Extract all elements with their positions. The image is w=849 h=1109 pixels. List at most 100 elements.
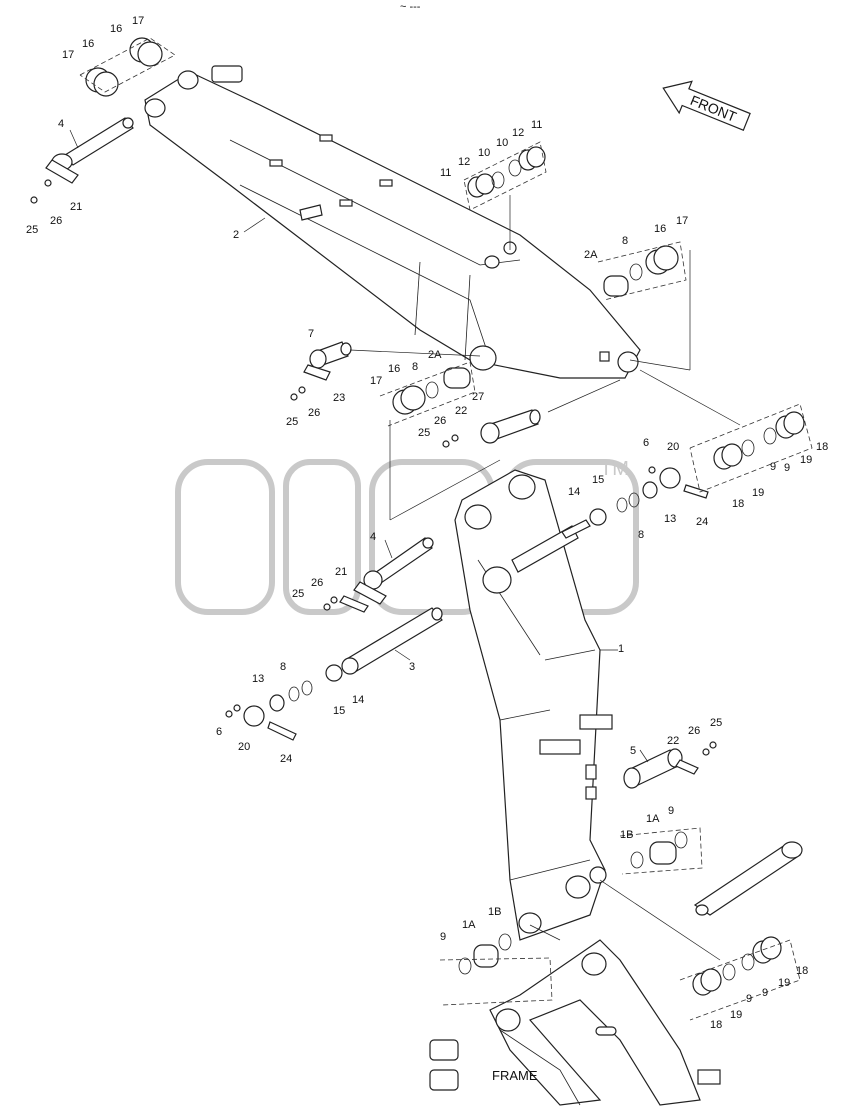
callout-6a: 6 — [643, 437, 649, 449]
callout-25a: 25 — [26, 224, 38, 236]
pin-7 — [303, 341, 352, 381]
pin-arm-upper — [511, 525, 579, 573]
callout-19a: 19 — [752, 487, 764, 499]
seal-stack-13-15-left — [243, 664, 343, 741]
callout-12a: 12 — [458, 156, 470, 168]
callout-4a: 4 — [58, 118, 64, 130]
callout-5: 5 — [630, 745, 636, 757]
callout-10b: 10 — [496, 137, 508, 149]
callout-21b: 21 — [335, 566, 347, 578]
boom-assembly — [144, 65, 641, 379]
callout-27: 27 — [472, 391, 484, 403]
callout-11b: 11 — [531, 119, 542, 131]
washer-stack-16-17-top — [85, 37, 163, 97]
callout-9e: 9 — [746, 993, 752, 1005]
callout-18c: 18 — [710, 1019, 722, 1031]
callout-8a: 8 — [622, 235, 628, 247]
callout-7: 7 — [308, 328, 314, 340]
callout-19d: 19 — [778, 977, 790, 989]
arm-assembly — [454, 469, 613, 941]
callout-8b: 8 — [412, 361, 418, 373]
callout-labels: 17 16 16 17 4 21 26 25 2 11 12 10 10 12 … — [26, 15, 828, 1031]
seal-stack-18-19-right-bottom — [692, 936, 782, 996]
callout-2: 2 — [233, 229, 239, 241]
callout-17a: 17 — [62, 49, 74, 61]
seal-stack-18-19-right-top — [713, 411, 805, 470]
callout-15b: 15 — [333, 705, 345, 717]
callout-1: 1 — [618, 643, 624, 655]
callout-13b: 13 — [252, 673, 264, 685]
callout-1B-b: 1B — [488, 906, 501, 918]
seal-stack-10-11-12 — [467, 146, 546, 198]
trademark-text: TM — [600, 458, 629, 480]
callout-16c: 16 — [654, 223, 666, 235]
bushing-stack-2A-mid — [392, 367, 471, 415]
callout-9f: 9 — [762, 987, 768, 999]
bushing-stack-1A-1B-left — [458, 933, 512, 975]
callout-26c: 26 — [434, 415, 446, 427]
frame-assembly: FRAME — [429, 939, 721, 1106]
callout-25e: 25 — [710, 717, 722, 729]
callout-16d: 16 — [388, 363, 400, 375]
pin-27 — [480, 409, 541, 444]
callout-8d: 8 — [280, 661, 286, 673]
callout-3: 3 — [409, 661, 415, 673]
leader-lines — [69, 129, 741, 961]
pin-3 — [341, 607, 443, 675]
callout-9b: 9 — [784, 462, 790, 474]
callout-26d: 26 — [311, 577, 323, 589]
callout-24a: 24 — [696, 516, 708, 528]
pin-4-top — [45, 117, 134, 184]
callout-2A-a: 2A — [584, 249, 598, 261]
frame-label: FRAME — [492, 1068, 538, 1083]
callout-25b: 25 — [286, 416, 298, 428]
callout-1A-a: 1A — [646, 813, 660, 825]
callout-26e: 26 — [688, 725, 700, 737]
small-fasteners — [30, 179, 717, 775]
callout-17d: 17 — [370, 375, 382, 387]
pin-4-mid — [353, 537, 434, 605]
callout-10a: 10 — [478, 147, 490, 159]
callout-1A-b: 1A — [462, 919, 476, 931]
front-arrow: FRONT — [662, 80, 751, 131]
callout-22a: 22 — [455, 405, 467, 417]
callout-22b: 22 — [667, 735, 679, 747]
front-arrow-label: FRONT — [688, 92, 739, 125]
seal-stack-13-15-right — [589, 467, 709, 526]
callout-19c: 19 — [730, 1009, 742, 1021]
callout-16b: 16 — [110, 23, 122, 35]
pin-main-boom-foot — [693, 841, 803, 916]
callout-9d: 9 — [440, 931, 446, 943]
callout-9a: 9 — [770, 461, 776, 473]
bushing-stack-1A-1B-right — [630, 831, 688, 869]
callout-25d: 25 — [292, 588, 304, 600]
callout-17c: 17 — [676, 215, 688, 227]
callout-20a: 20 — [667, 441, 679, 453]
callout-26a: 26 — [50, 215, 62, 227]
callout-23: 23 — [333, 392, 345, 404]
callout-18d: 18 — [796, 965, 808, 977]
callout-1B-a: 1B — [620, 829, 633, 841]
top-mark: ~ --- — [400, 1, 421, 13]
callout-26b: 26 — [308, 407, 320, 419]
callout-11a: 11 — [440, 167, 451, 179]
callout-15a: 15 — [592, 474, 604, 486]
callout-14a: 14 — [568, 486, 580, 498]
callout-17b: 17 — [132, 15, 144, 27]
callout-24b: 24 — [280, 753, 292, 765]
callout-4b: 4 — [370, 531, 376, 543]
callout-25c: 25 — [418, 427, 430, 439]
callout-18a: 18 — [732, 498, 744, 510]
callout-2A-b: 2A — [428, 349, 442, 361]
callout-21a: 21 — [70, 201, 82, 213]
callout-19b: 19 — [800, 454, 812, 466]
callout-18b: 18 — [816, 441, 828, 453]
callout-16a: 16 — [82, 38, 94, 50]
callout-14b: 14 — [352, 694, 364, 706]
callout-12b: 12 — [512, 127, 524, 139]
callout-6b: 6 — [216, 726, 222, 738]
bushing-stack-2A-top — [603, 245, 679, 297]
callout-8c: 8 — [638, 529, 644, 541]
callout-20b: 20 — [238, 741, 250, 753]
